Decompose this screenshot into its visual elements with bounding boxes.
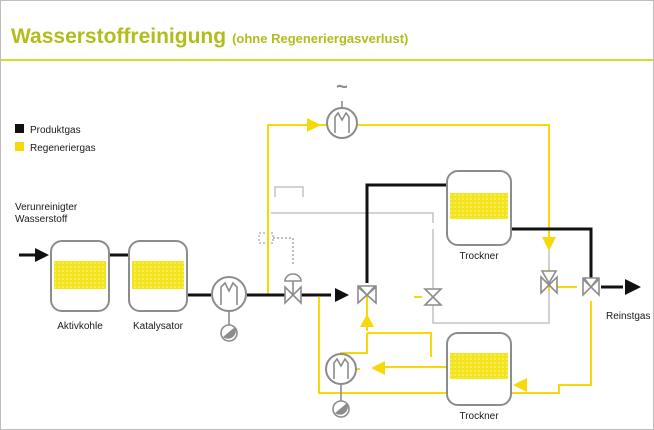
- controller-box: [258, 232, 274, 244]
- vessel-trockner-bottom: [446, 332, 512, 406]
- heater-symbol: ~: [336, 76, 348, 98]
- legend-regen-label: Regeneriergas: [30, 143, 96, 154]
- product-arrows: [35, 248, 641, 302]
- label-aktivkohle: Aktivkohle: [57, 321, 103, 332]
- legend-regen-swatch: [15, 142, 24, 151]
- label-trockner-top: Trockner: [459, 251, 499, 262]
- three-way-valve-left: [357, 285, 377, 305]
- page-title: Wasserstoffreinigung (ohne Regeneriergasv…: [11, 25, 408, 49]
- legend-product-label: Produktgas: [30, 125, 81, 136]
- three-way-valve-right-b: [582, 277, 600, 297]
- regen-arrows: [307, 118, 556, 392]
- control-valve: [284, 273, 302, 305]
- product-lines: [19, 183, 623, 297]
- title-rule: [1, 59, 653, 61]
- legend-product-swatch: [15, 124, 24, 133]
- vessel-katalysator: [128, 240, 188, 312]
- regen-lines: [267, 124, 592, 394]
- valve-middle: [423, 288, 443, 306]
- heat-exchanger-bottom: [325, 353, 357, 418]
- three-way-valve-right-a: [540, 270, 558, 295]
- vessel-trockner-top: [446, 170, 512, 246]
- label-reinstgas: Reinstgas: [606, 311, 650, 322]
- label-inlet-line1: Verunreinigter: [15, 202, 78, 213]
- title-subtitle: (ohne Regeneriergasverlust): [232, 31, 409, 46]
- title-main: Wasserstoffreinigung: [11, 25, 227, 48]
- control-signal-line: [273, 237, 294, 265]
- control-lines: [271, 186, 550, 324]
- label-trockner-bottom: Trockner: [459, 411, 499, 422]
- label-inlet-line2: Wasserstoff: [15, 214, 67, 225]
- heat-exchanger-main: [211, 276, 247, 342]
- label-katalysator: Katalysator: [133, 321, 184, 332]
- heater-top: [326, 101, 358, 139]
- vessel-aktivkohle: [50, 240, 110, 312]
